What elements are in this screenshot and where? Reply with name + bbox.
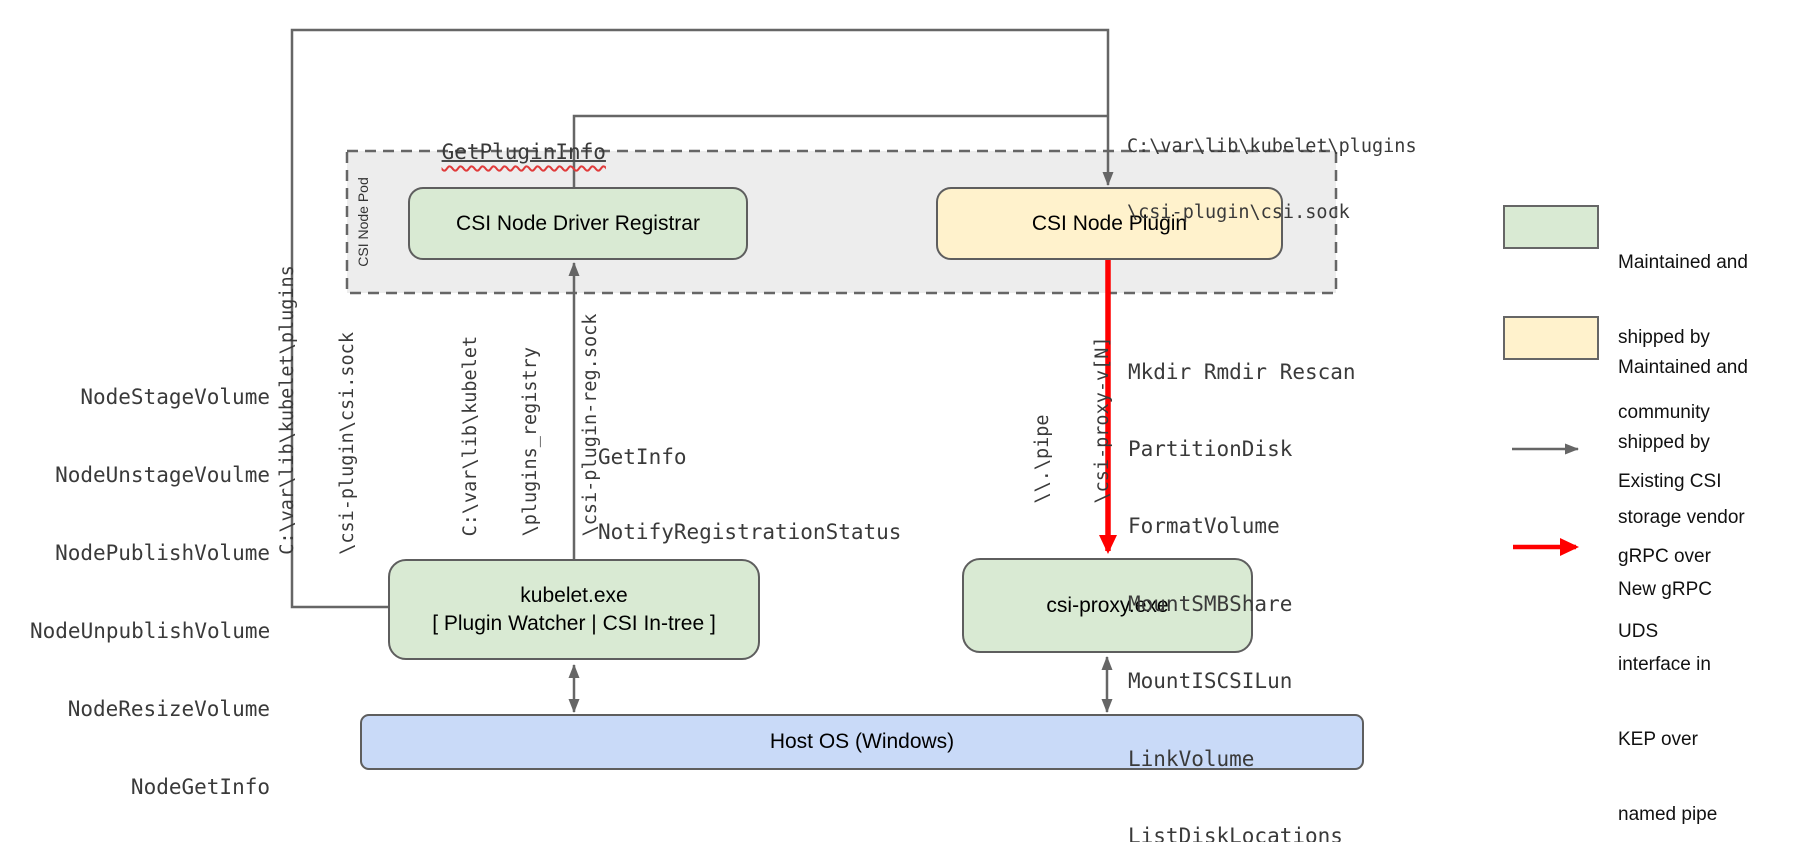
- label-proxy-operations: Mkdir Rmdir Rescan PartitionDisk FormatV…: [1128, 308, 1356, 842]
- node-op-item: NodeGetInfo: [130, 775, 270, 799]
- legend-community-text: Maintained and shipped by community: [1618, 252, 1748, 423]
- proxy-op-item: FormatVolume: [1128, 514, 1280, 539]
- legend-uds-text: Existing CSI gRPC over UDS: [1618, 471, 1722, 642]
- host-os-label: Host OS (Windows): [769, 730, 955, 753]
- label-csi-sock-path-left: C:\var\lib\kubelet\plugins \csi-plugin\c…: [238, 265, 398, 555]
- registry-sock-line1: C:\var\lib\kubelet: [460, 335, 481, 537]
- node-op-item: NodeResizeVolume: [67, 697, 270, 721]
- named-pipe-line2: \csi-proxy-v[N]: [1092, 336, 1113, 504]
- label-registry-sock-path: C:\var\lib\kubelet \plugins_registry \cs…: [421, 314, 641, 537]
- kubelet-label-line2: [ Plugin Watcher | CSI In-tree ]: [432, 611, 716, 635]
- registrar-label: CSI Node Driver Registrar: [456, 211, 700, 235]
- csi-node-pod-label: CSI Node Pod: [355, 177, 371, 267]
- label-named-pipe-path: \\.\pipe \csi-proxy-v[N]: [993, 336, 1153, 503]
- legend-vendor-color-swatch: [1503, 316, 1599, 360]
- proxy-op-item: LinkVolume: [1128, 746, 1255, 771]
- node-op-item: NodeStageVolume: [80, 385, 270, 409]
- csi-sock-path-left-line2: \csi-plugin\csi.sock: [337, 332, 358, 555]
- proxy-op-item: ListDiskLocations: [1128, 823, 1343, 842]
- legend-community-color-swatch: [1503, 205, 1599, 249]
- csi-sock-path-left-line1: C:\var\lib\kubelet\plugins: [277, 265, 298, 555]
- registry-sock-line2: \plugins_registry: [520, 347, 541, 537]
- node-csi-node-driver-registrar: CSI Node Driver Registrar: [408, 187, 748, 260]
- get-plugin-info-text: GetPluginInfo: [441, 140, 606, 164]
- registration-call-item: GetInfo: [598, 445, 687, 469]
- csi-sock-path-top-line2: \csi-plugin\csi.sock: [1127, 202, 1350, 223]
- node-op-item: NodeUnpublishVolume: [30, 619, 271, 643]
- registry-sock-line3: \csi-plugin-reg.sock: [580, 313, 601, 537]
- label-registration-calls: GetInfo NotifyRegistrationStatus: [598, 395, 901, 595]
- named-pipe-line1: \\.\pipe: [1032, 414, 1053, 504]
- label-node-operations: NodeStageVolume NodeUnstageVoulme NodePu…: [30, 332, 270, 842]
- proxy-op-item: Mkdir Rmdir Rescan: [1128, 359, 1356, 384]
- legend-vendor-text: Maintained and shipped by storage vendor: [1618, 357, 1748, 528]
- node-op-item: NodeUnstageVoulme: [55, 463, 270, 487]
- proxy-op-item: MountSMBShare: [1128, 591, 1293, 616]
- proxy-op-item: PartitionDisk: [1128, 436, 1293, 461]
- legend-pipe-text: New gRPC interface in KEP over named pip…: [1618, 579, 1718, 825]
- label-csi-sock-path-top: C:\var\lib\kubelet\plugins \csi-plugin\c…: [1127, 92, 1417, 268]
- registration-call-item: NotifyRegistrationStatus: [598, 520, 902, 544]
- node-op-item: NodePublishVolume: [55, 541, 270, 565]
- csi-sock-path-top-line1: C:\var\lib\kubelet\plugins: [1127, 136, 1417, 157]
- proxy-op-item: MountISCSILun: [1128, 669, 1293, 694]
- label-get-plugin-info: GetPluginInfo: [391, 116, 606, 188]
- node-host-os: Host OS (Windows): [360, 714, 1364, 770]
